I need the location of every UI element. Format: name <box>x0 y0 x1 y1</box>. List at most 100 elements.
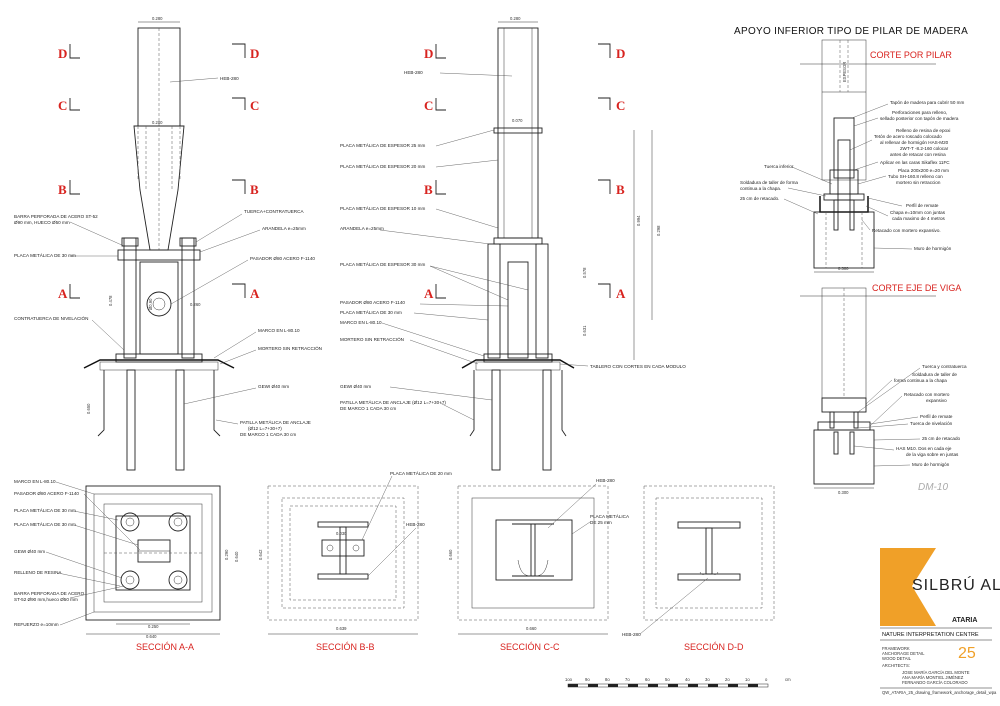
dim-top: 0.280 <box>152 16 163 21</box>
marker-b-left: B <box>58 182 67 197</box>
label-viga-l8: 25 cm de retacado <box>922 436 960 441</box>
dim-bb-w: 0.639 <box>336 626 347 631</box>
label-arandela-right: ARANDELA e=25mm <box>340 226 384 231</box>
dim-pile: 0.650 <box>86 403 91 414</box>
dim-mid: 0.200 <box>152 120 163 125</box>
dim-aa-w2: 0.640 <box>146 634 157 639</box>
marker-d-right: D <box>250 46 259 61</box>
label-dd-heb: HEB-280 <box>622 632 641 637</box>
dim-h1: 0.994 <box>636 215 641 226</box>
marker-c-left: C <box>58 98 67 113</box>
dim-plate: 0.070 <box>512 118 523 123</box>
dim-aa-h1: 0.290 <box>224 549 229 560</box>
sheet-number: 25 <box>958 645 976 662</box>
desc-3: WOOD DETAIL <box>882 656 912 661</box>
label-pilar-l4: Relleno de resina de epoxi <box>896 128 950 133</box>
label-pilar-l6: al rellenar de hormigón HAS-M20 <box>880 140 949 145</box>
marker-c-mid-right: C <box>616 98 625 113</box>
logo-word: ATARIA <box>952 617 977 624</box>
marker-c-right: C <box>250 98 259 113</box>
label-pasador: PASADOR Ø80 ACERO F-1140 <box>250 256 315 261</box>
label-marco-right: MARCO EN L-80.10 <box>340 320 382 325</box>
label-patilla-3: DE MARCO 1 CADA 30 cm <box>240 432 296 437</box>
scale-tick-label: 9o <box>585 677 590 682</box>
label-pilar-left3: continua a la chapa. <box>740 186 781 191</box>
label-placa-25: PLACA METÁLICA DE ESPESOR 25 mm <box>340 142 425 148</box>
scale-segment <box>708 684 718 687</box>
main-title: APOYO INFERIOR TIPO DE PILAR DE MADERA <box>734 26 968 37</box>
architects-label: ARCHITECTS: <box>882 663 910 668</box>
scale-tick-label: 8o <box>605 677 610 682</box>
logo-text: SILBRÚ ALAIZ A <box>912 575 1000 594</box>
label-aa-placa-b: PLACA METÁLICA DE 30 mm <box>14 521 76 527</box>
dim-pilar: 0.300 <box>838 266 849 271</box>
dim-h2: 0.298 <box>656 225 661 236</box>
label-patilla-right-2: DE MARCO 1 CADA 30 cm <box>340 406 396 411</box>
section-cc: 0.660 0.660 HEB-280 PLACA METÁLICA DE 25… <box>448 478 630 652</box>
label-gewi: GEWI Ø40 mm <box>258 384 289 389</box>
label-placa-30: PLACA METÁLICA DE 30 mm <box>14 252 76 258</box>
title-block: SILBRÚ ALAIZ A ATARIA NATURE INTERPRETAT… <box>880 548 1000 695</box>
label-viga-l1: Tuerca y contratuerca <box>922 364 967 369</box>
label-placa-10: PLACA METÁLICA DE ESPESOR 10 mm <box>340 205 425 211</box>
scale-tick-label: 6o <box>645 677 650 682</box>
label-viga-l4: Retacado con mortero <box>904 392 950 397</box>
marker-b-mid-right: B <box>616 182 625 197</box>
label-pilar-l13: Perfil de remate <box>906 203 939 208</box>
marker-a-mid-left: A <box>424 286 434 301</box>
label-aa-placa-a: PLACA METÁLICA DE 30 mm <box>14 507 76 513</box>
label-pilar-l1: Tapón de madera para cubrir 50 mm <box>890 100 964 105</box>
label-pilar-l14: Chapa e=10mm con juntas <box>890 210 946 215</box>
label-heb: HEB-280 <box>220 76 239 81</box>
label-pilar-l7: 2WT-T -8.2-160 colocar <box>900 146 949 151</box>
label-barra-2: Ø90 mm, HUECO Ø50 mm <box>14 220 70 225</box>
label-aa-relleno: RELLENO DE RESINA <box>14 570 62 575</box>
scale-tick-label: 1oo <box>565 677 573 682</box>
dim-viga: 0.300 <box>838 490 849 495</box>
scale-segment <box>728 684 738 687</box>
dim-base: 0.260 <box>190 302 201 307</box>
label-pilar-l17: Muro de hormigón <box>914 246 952 251</box>
label-cc-heb: HEB-280 <box>596 478 615 483</box>
dim-aa-w1: 0.250 <box>148 624 159 629</box>
label-aa-gewi: GEWI Ø40 mm <box>14 549 45 554</box>
title-corte-viga: CORTE EJE DE VIGA <box>872 283 961 293</box>
architect-1: JOSE MARÍA GARCÍA DEL MONTE <box>902 670 970 675</box>
desc-1: FRAMEWORK <box>882 646 910 651</box>
label-gewi-right: GEWI Ø40 mm <box>340 384 371 389</box>
scale-segment <box>648 684 658 687</box>
scale-tick-label: 3o <box>705 677 710 682</box>
dim-top-right: 0.280 <box>510 16 521 21</box>
label-patilla-right: PATILLA METÁLICA DE ANCLAJE (Ø12 L=7+30+… <box>340 399 446 405</box>
label-viga-l5: expansivo <box>926 398 947 403</box>
detail-code: DM-10 <box>918 482 948 493</box>
label-mortero: MORTERO SIN RETRACCIÓN <box>258 345 322 351</box>
label-placa-30-right: PLACA METÁLICA DE 30 mm <box>340 309 402 315</box>
label-heb-right: HEB-280 <box>404 70 423 75</box>
label-aa-marco: MARCO EN L-80.10 <box>14 479 56 484</box>
desc-2: ANCHORAGE DETAIL <box>882 651 925 656</box>
label-placa-20: PLACA METÁLICA DE ESPESOR 20 mm <box>340 163 425 169</box>
label-pilar-l11: Tubo SH-160.8 relleno con <box>888 174 943 179</box>
label-pilar-left2: Soldadura de taller de forma <box>740 180 798 185</box>
dim-cc-h: 0.660 <box>448 549 453 560</box>
title-section-bb: SECCIÓN B-B <box>316 642 375 652</box>
label-pilar-l15: cada maximo de 4 metros <box>892 216 946 221</box>
dim-tube: Ø0.90 <box>148 298 153 310</box>
label-pilar-l8: antes de retacar con resina <box>890 152 946 157</box>
label-cc-placa: PLACA METÁLICA <box>590 513 630 519</box>
label-contratuerca: CONTRATUERCA DE NIVELACIÓN <box>14 315 88 321</box>
label-pilar-rot: ESPESOR <box>842 62 847 82</box>
scale-segment <box>628 684 638 687</box>
elevation-left: 0.280 0.200 0.260 0.478 0.650 Ø0.90 HEB-… <box>14 16 322 471</box>
marker-a-left: A <box>58 286 68 301</box>
label-pilar-l10: Placa 200x200 e=20 mm <box>898 168 949 173</box>
marker-b-right: B <box>250 182 259 197</box>
label-pilar-l2: Perforaciones para relleno, <box>892 110 947 115</box>
label-viga-l3: forma continua a la chapa <box>894 378 947 383</box>
scale-tick-label: 7o <box>625 677 630 682</box>
label-patilla-2: (Ø12 L=7+30+7) <box>248 426 282 431</box>
